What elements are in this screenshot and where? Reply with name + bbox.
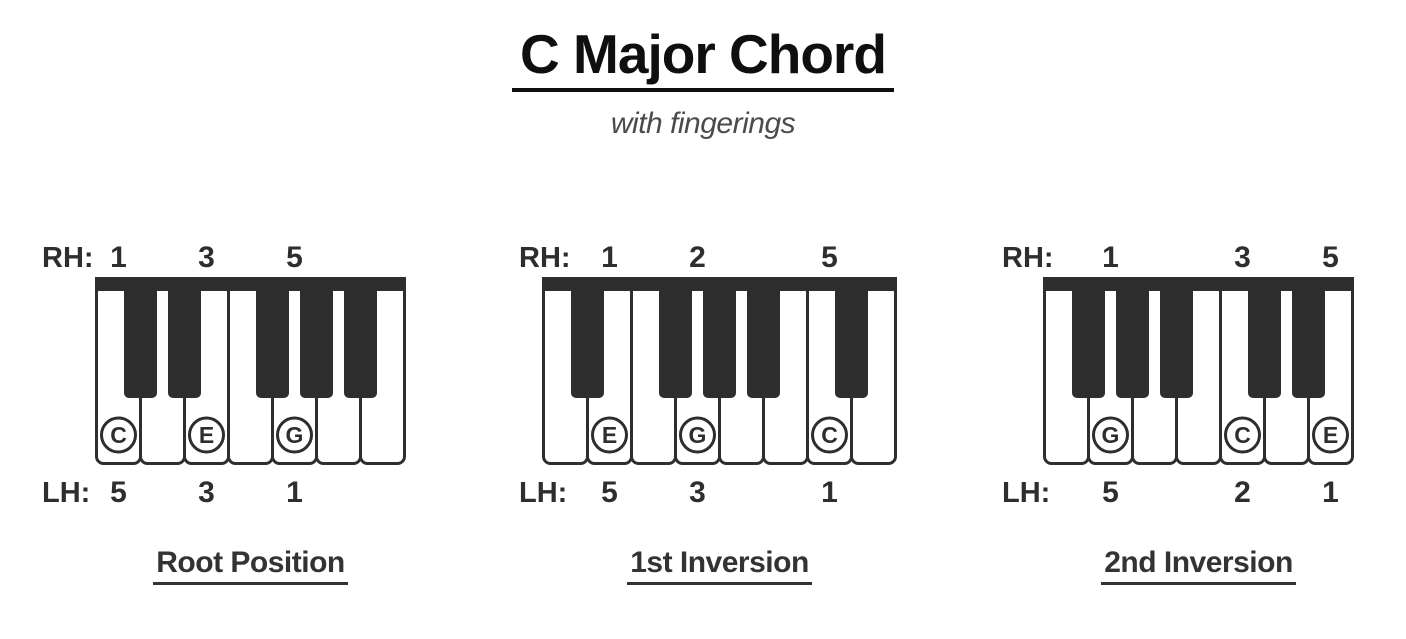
black-key-C-sharp <box>1248 277 1281 398</box>
rh-label: RH: <box>1002 242 1054 274</box>
lh-label: LH: <box>42 477 91 509</box>
caption-root-position: Root Position <box>153 546 348 585</box>
note-letter: G <box>286 422 304 448</box>
lh-finger-number: 5 <box>601 476 618 509</box>
note-circle-C <box>811 416 848 454</box>
black-key-G-sharp <box>703 277 736 398</box>
lh-finger-row: LH: 5 3 1 <box>42 476 406 509</box>
lh-finger-number: 3 <box>198 476 215 509</box>
rh-finger-number: 2 <box>689 241 706 274</box>
black-key-C-sharp <box>124 277 157 398</box>
lh-finger-number: 3 <box>689 476 706 509</box>
keyboard-top-rail <box>95 277 406 291</box>
lh-finger-number: 1 <box>821 476 838 509</box>
caption-1st-inversion: 1st Inversion <box>627 546 812 585</box>
note-letter: E <box>602 422 617 448</box>
rh-finger-number: 1 <box>110 241 127 274</box>
note-letter: C <box>110 422 127 448</box>
rh-finger-row: RH: 1 3 5 <box>1002 241 1354 274</box>
lh-finger-number: 1 <box>1322 476 1339 509</box>
note-letter: C <box>821 422 838 448</box>
rh-finger-number: 5 <box>821 241 838 274</box>
rh-finger-row: RH: 1 2 5 <box>519 241 897 274</box>
lh-finger-number: 2 <box>1234 476 1251 509</box>
note-letter: G <box>1102 422 1120 448</box>
rh-label: RH: <box>519 242 571 274</box>
keyboard-caption-wrap: Root Position <box>95 546 406 585</box>
caption-2nd-inversion: 2nd Inversion <box>1101 546 1296 585</box>
lh-finger-number: 5 <box>110 476 127 509</box>
black-key-A-sharp <box>344 277 377 398</box>
note-circle-G <box>679 416 716 454</box>
note-letter: E <box>1323 422 1338 448</box>
rh-finger-number: 3 <box>1234 241 1251 274</box>
black-key-A-sharp <box>1160 277 1193 398</box>
keyboard-caption-wrap: 1st Inversion <box>542 546 897 585</box>
rh-label: RH: <box>42 242 94 274</box>
note-letter: C <box>1234 422 1251 448</box>
rh-finger-number: 3 <box>198 241 215 274</box>
lh-finger-number: 5 <box>1102 476 1119 509</box>
note-circle-E <box>591 416 628 454</box>
rh-finger-number: 1 <box>1102 241 1119 274</box>
note-letter: E <box>199 422 214 448</box>
page-title: C Major Chord <box>512 25 894 92</box>
black-key-D-sharp <box>571 277 604 398</box>
note-circle-C <box>100 416 137 454</box>
lh-finger-row: LH: 5 3 1 <box>519 476 897 509</box>
note-circle-G <box>276 416 313 454</box>
keyboard-top-rail <box>1043 277 1354 291</box>
keyboard-caption-wrap: 2nd Inversion <box>1043 546 1354 585</box>
lh-label: LH: <box>519 477 568 509</box>
lh-finger-row: LH: 5 2 1 <box>1002 476 1354 509</box>
black-key-D-sharp <box>1292 277 1325 398</box>
keyboard-top-rail <box>542 277 897 291</box>
page-subtitle: with fingerings <box>610 107 796 140</box>
note-circle-C <box>1224 416 1261 454</box>
lh-label: LH: <box>1002 477 1051 509</box>
rh-finger-number: 5 <box>286 241 303 274</box>
black-key-G-sharp <box>300 277 333 398</box>
note-circle-E <box>1312 416 1349 454</box>
lh-finger-number: 1 <box>286 476 303 509</box>
rh-finger-number: 5 <box>1322 241 1339 274</box>
page-header: C Major Chord <box>0 25 1406 92</box>
black-key-F-sharp <box>1072 277 1105 398</box>
note-circle-G <box>1092 416 1129 454</box>
black-key-D-sharp <box>168 277 201 398</box>
note-circle-E <box>188 416 225 454</box>
black-key-A-sharp <box>747 277 780 398</box>
black-key-F-sharp <box>256 277 289 398</box>
black-key-G-sharp <box>1116 277 1149 398</box>
rh-finger-number: 1 <box>601 241 618 274</box>
black-key-C-sharp <box>835 277 868 398</box>
black-key-F-sharp <box>659 277 692 398</box>
rh-finger-row: RH: 1 3 5 <box>42 241 406 274</box>
note-letter: G <box>689 422 707 448</box>
